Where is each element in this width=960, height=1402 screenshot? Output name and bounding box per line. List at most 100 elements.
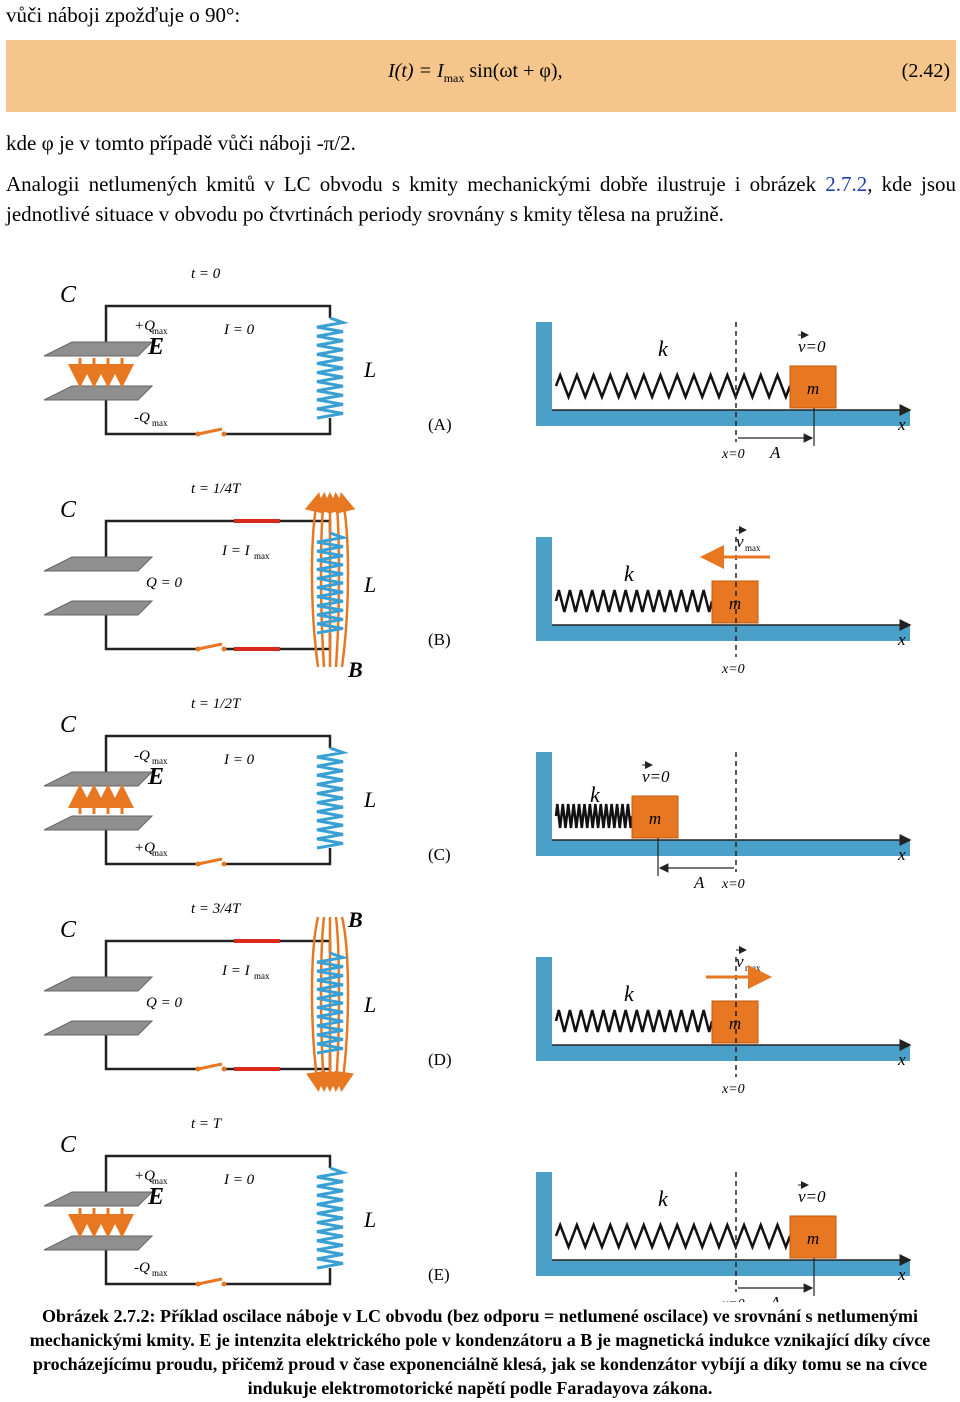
- circuit-wire-bottom-right: [224, 418, 332, 436]
- subscript-label: max: [254, 971, 270, 981]
- switch-contact: [195, 1066, 201, 1072]
- charge-top-label: -Q: [134, 748, 150, 764]
- floor: [536, 1045, 910, 1061]
- panel-label: (E): [428, 1265, 450, 1284]
- field-label-e: E: [147, 764, 164, 790]
- b-field-line: [312, 492, 333, 668]
- subscript-label: max: [745, 543, 761, 553]
- capacitor-label: C: [60, 1132, 77, 1158]
- b-field-line: [304, 492, 325, 668]
- b-field-line: [334, 916, 354, 1092]
- capacitor-plate-bottom: [43, 1020, 154, 1036]
- circuit-wire-bottom-left: [104, 1029, 198, 1071]
- charge-bottom-label: +Q: [134, 840, 155, 856]
- spring-label: k: [590, 782, 601, 807]
- switch: [197, 1062, 223, 1071]
- subscript-label: max: [152, 848, 168, 858]
- field-label-e: E: [147, 1184, 164, 1210]
- mass-block: [789, 365, 837, 409]
- switch-contact: [221, 1281, 227, 1287]
- mass-label: m: [807, 379, 819, 398]
- time-label: t = 1/2T: [191, 696, 242, 712]
- capacitor-label: C: [60, 917, 77, 943]
- subscript-label: max: [152, 1176, 168, 1186]
- spring-label: k: [658, 1186, 669, 1211]
- switch: [197, 1277, 223, 1286]
- velocity-label: v=0: [642, 767, 670, 786]
- equilibrium-label: x=0: [721, 447, 745, 462]
- velocity-label: v=0: [798, 337, 826, 356]
- switch: [197, 642, 223, 651]
- circuit-wire-bottom-left: [104, 394, 198, 436]
- mass-label: m: [649, 809, 661, 828]
- equilibrium-label: x=0: [721, 1082, 745, 1097]
- equation-subscript: max: [443, 71, 465, 85]
- capacitor-plate-bottom: [43, 1235, 154, 1251]
- equation-box: [6, 40, 956, 112]
- equation: I(t) = Imax sin(ωt + φ),: [388, 60, 563, 86]
- capacitor-label: C: [60, 497, 77, 523]
- wall: [536, 957, 552, 1061]
- switch-contact: [221, 646, 227, 652]
- figure-reference-link[interactable]: 2.7.2: [825, 172, 868, 196]
- b-field-line: [306, 916, 326, 1092]
- circuit-wire-bottom-left: [104, 1244, 198, 1286]
- time-label: t = 0: [191, 266, 221, 282]
- time-label: t = 1/4T: [191, 481, 242, 497]
- text-line-1: vůči náboji zpožďuje o 90°:: [6, 3, 241, 27]
- figure-caption: Obrázek 2.7.2: Příklad oscilace náboje v…: [29, 1306, 931, 1398]
- current-label: I = 0: [223, 752, 255, 768]
- inductor-label: L: [363, 572, 376, 597]
- field-label-b: B: [347, 907, 363, 932]
- charge-bottom-label: -Q: [134, 410, 150, 426]
- b-field-line: [335, 492, 356, 668]
- switch-contact: [221, 1066, 227, 1072]
- spring-label: k: [624, 981, 635, 1006]
- switch-contact: [195, 1281, 201, 1287]
- mass-block: [711, 1000, 759, 1044]
- mass-block: [711, 580, 759, 624]
- wall: [536, 322, 552, 426]
- capacitor-label: C: [60, 712, 77, 738]
- subscript-label: max: [152, 756, 168, 766]
- subscript-label: max: [745, 963, 761, 973]
- equilibrium-label: x=0: [721, 662, 745, 677]
- current-label: I = I: [221, 543, 251, 559]
- inductor-coil: [316, 951, 349, 1055]
- x-axis-label: x: [897, 1265, 906, 1284]
- inductor-coil: [316, 746, 349, 850]
- wall: [536, 752, 552, 856]
- capacitor-plate-bottom: [43, 815, 154, 831]
- inductor-label: L: [363, 992, 376, 1017]
- capacitor-plate-top: [43, 556, 154, 572]
- capacitor-plate-top: [43, 976, 154, 992]
- capacitor-plate-top: [43, 1191, 154, 1207]
- time-label: t = 3/4T: [191, 901, 242, 917]
- circuit-wire-bottom-left: [104, 824, 198, 866]
- mass-block: [631, 795, 679, 839]
- capacitor-plate-top: [43, 771, 154, 787]
- current-label: I = 0: [223, 1172, 255, 1188]
- panel-label: (D): [428, 1050, 452, 1069]
- capacitor-plate-top: [43, 341, 154, 357]
- spring-label: k: [658, 336, 669, 361]
- wall: [536, 1172, 552, 1276]
- switch-contact: [195, 431, 201, 437]
- x-axis-label: x: [897, 845, 906, 864]
- floor: [536, 625, 910, 641]
- equation-number: (2.42): [901, 60, 950, 82]
- charge-label: Q = 0: [146, 995, 182, 1011]
- inductor-label: L: [363, 357, 376, 382]
- inductor-coil: [316, 316, 349, 420]
- equilibrium-label: x=0: [721, 877, 745, 892]
- switch: [197, 427, 223, 436]
- mass-label: m: [729, 594, 741, 613]
- mass-label: m: [807, 1229, 819, 1248]
- panel-label: (C): [428, 845, 451, 864]
